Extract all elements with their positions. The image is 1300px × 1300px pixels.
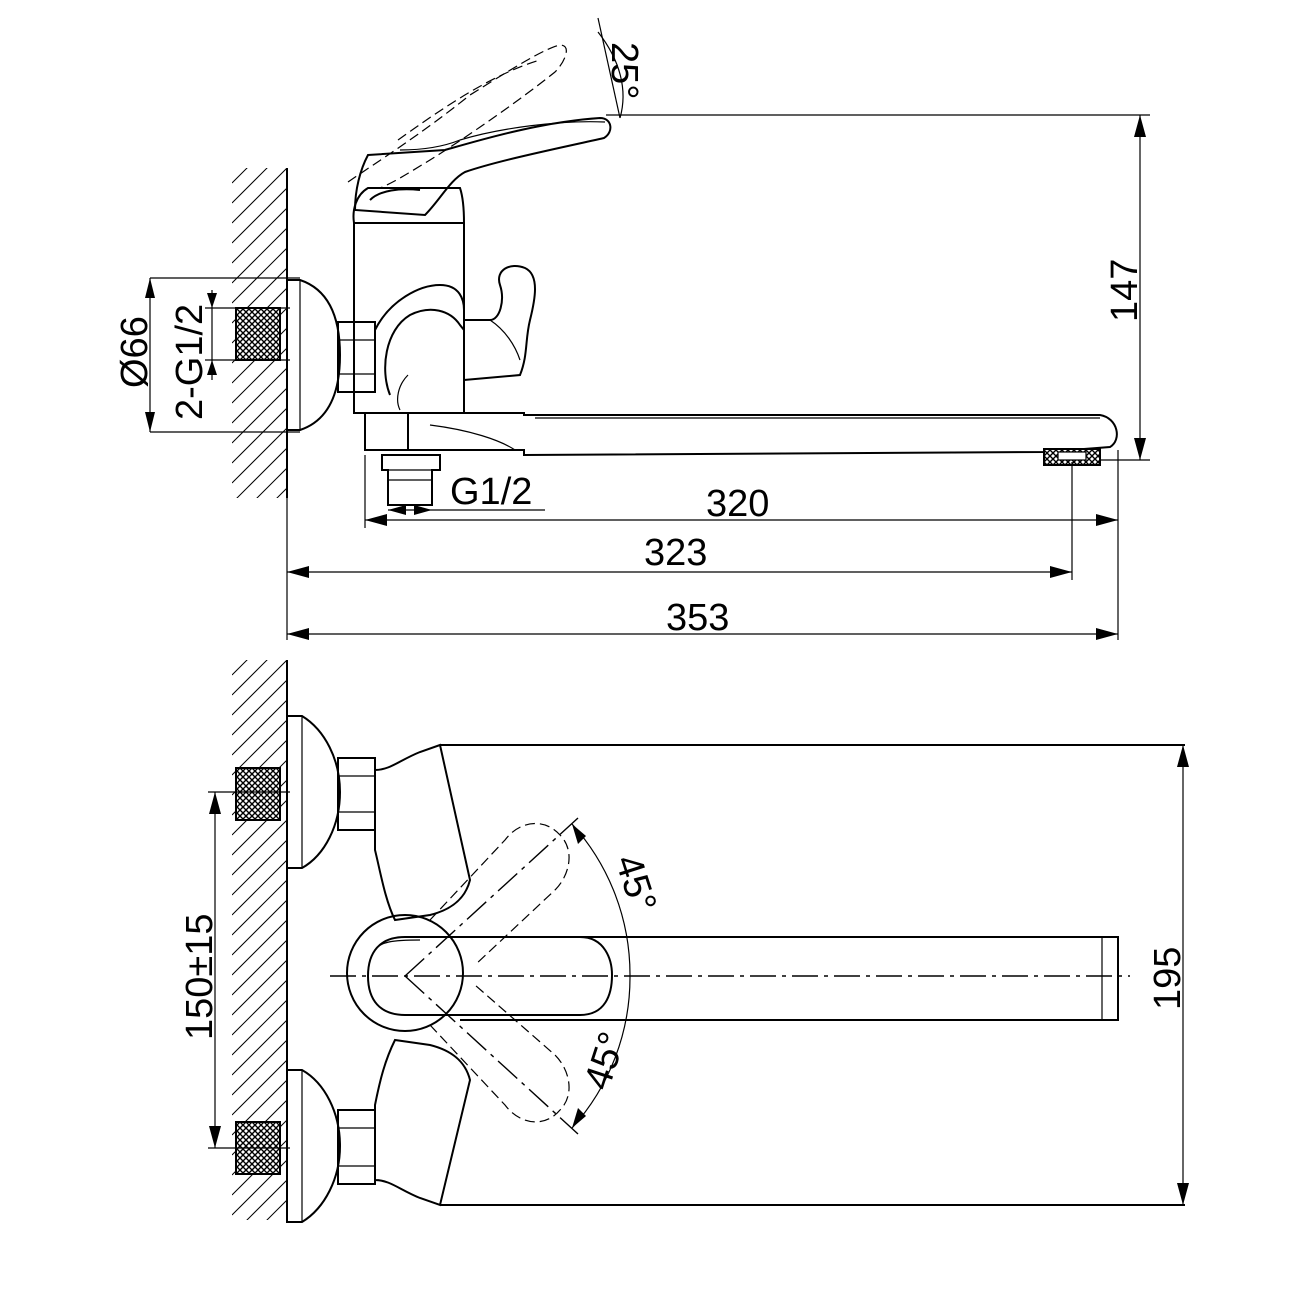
hatch-line bbox=[232, 939, 287, 996]
hatch-line bbox=[232, 1240, 287, 1295]
hatch-line bbox=[232, 979, 287, 1036]
hatch-line bbox=[232, 427, 287, 484]
hatch-line bbox=[286, 1219, 287, 1220]
wall-flange-lower bbox=[286, 1069, 342, 1223]
hatch-line bbox=[232, 168, 287, 224]
hatch-line bbox=[232, 528, 287, 583]
hatch-line bbox=[232, 508, 287, 563]
dim-inlet-thread: 2-G1/2 bbox=[169, 304, 211, 420]
dim-angle-lower: 45° bbox=[577, 1027, 635, 1095]
inlet-thread-top bbox=[235, 307, 281, 361]
eccentric-nut-upper bbox=[337, 757, 376, 831]
hatch-line bbox=[232, 1039, 287, 1096]
lever-base-side bbox=[352, 187, 465, 224]
hatch-line bbox=[232, 819, 287, 876]
eccentric-nut-side bbox=[337, 321, 376, 393]
dim-reach-from-wall: 323 bbox=[644, 532, 707, 574]
hatch-line bbox=[232, 367, 287, 424]
hatch-line bbox=[232, 899, 287, 956]
hatch-line bbox=[232, 187, 287, 244]
lever-raised-outline bbox=[347, 44, 567, 189]
dim-handle-angle-arc bbox=[597, 31, 624, 119]
lever-handle-top bbox=[366, 936, 614, 1016]
wall-hatch-bottom bbox=[232, 600, 287, 1300]
hatch-line bbox=[256, 467, 287, 498]
wall-flange-side bbox=[286, 279, 342, 431]
hatch-line bbox=[232, 407, 287, 464]
hatch-line bbox=[232, 839, 287, 896]
hatch-line bbox=[232, 168, 268, 204]
dim-overall-width: 195 bbox=[1147, 947, 1189, 1010]
dim-outlet-thread: G1/2 bbox=[450, 471, 532, 513]
dim-angle-arc-upper bbox=[571, 823, 631, 977]
hatch-line bbox=[232, 108, 287, 163]
mixer-body-top bbox=[374, 743, 472, 922]
hatch-line bbox=[232, 919, 287, 976]
hatch-line bbox=[232, 227, 287, 284]
spout-top bbox=[460, 936, 1119, 1021]
hatch-line bbox=[232, 699, 287, 756]
lever-rotated-upper bbox=[429, 822, 570, 966]
hatch-line bbox=[232, 859, 287, 916]
dim-spout-reach: 320 bbox=[706, 483, 769, 525]
dim-handle-angle: 25° bbox=[603, 42, 645, 99]
hatch-line bbox=[232, 1059, 287, 1116]
spout-side bbox=[364, 412, 1118, 457]
dim-height: 147 bbox=[1104, 259, 1146, 322]
hatch-line bbox=[276, 487, 287, 498]
hatch-line bbox=[232, 660, 268, 696]
hatch-line bbox=[232, 548, 287, 603]
hatch-line bbox=[232, 999, 287, 1056]
hatch-line bbox=[232, 959, 287, 1016]
hatch-line bbox=[232, 387, 287, 444]
dim-overall-length: 353 bbox=[666, 597, 729, 639]
hatch-line bbox=[232, 247, 287, 304]
outlet-nipple bbox=[381, 454, 441, 506]
centerline-lower-diag bbox=[404, 975, 579, 1135]
hatch-line bbox=[232, 168, 248, 184]
hatch-line bbox=[236, 447, 287, 498]
side-view: 25° 147 Ø66 2-G1/2 G1/2 320 32 bbox=[114, 17, 1150, 640]
hatch-line bbox=[232, 1260, 287, 1300]
centerline-upper-diag bbox=[404, 817, 579, 977]
mixer-body-side bbox=[353, 222, 465, 414]
handle-hub bbox=[346, 914, 464, 1032]
hatch-line bbox=[232, 1019, 287, 1076]
dim-inlet-spacing: 150±15 bbox=[179, 913, 221, 1040]
hatch-line bbox=[232, 660, 287, 716]
hatch-line bbox=[232, 679, 287, 736]
wall-flange-upper bbox=[286, 715, 342, 869]
inlet-thread-upper bbox=[235, 767, 281, 821]
top-view: 45° 45° 150±15 195 bbox=[179, 600, 1189, 1300]
dim-angle-arc-lower bbox=[571, 975, 631, 1129]
lever-rotated-lower bbox=[429, 984, 570, 1123]
hatch-line bbox=[232, 879, 287, 936]
lever-handle-side bbox=[353, 116, 612, 217]
eccentric-nut-lower bbox=[337, 1109, 376, 1185]
hatch-line bbox=[266, 1199, 287, 1220]
dim-flange-diameter: Ø66 bbox=[114, 316, 156, 388]
dim-angle-upper: 45° bbox=[606, 850, 664, 918]
hatch-line bbox=[232, 600, 287, 655]
wall-hatch-top bbox=[232, 108, 287, 603]
hatch-line bbox=[232, 660, 248, 676]
diverter-knob bbox=[463, 265, 536, 381]
hatch-line bbox=[246, 1179, 287, 1220]
hatch-line bbox=[232, 719, 287, 776]
hatch-line bbox=[232, 207, 287, 264]
